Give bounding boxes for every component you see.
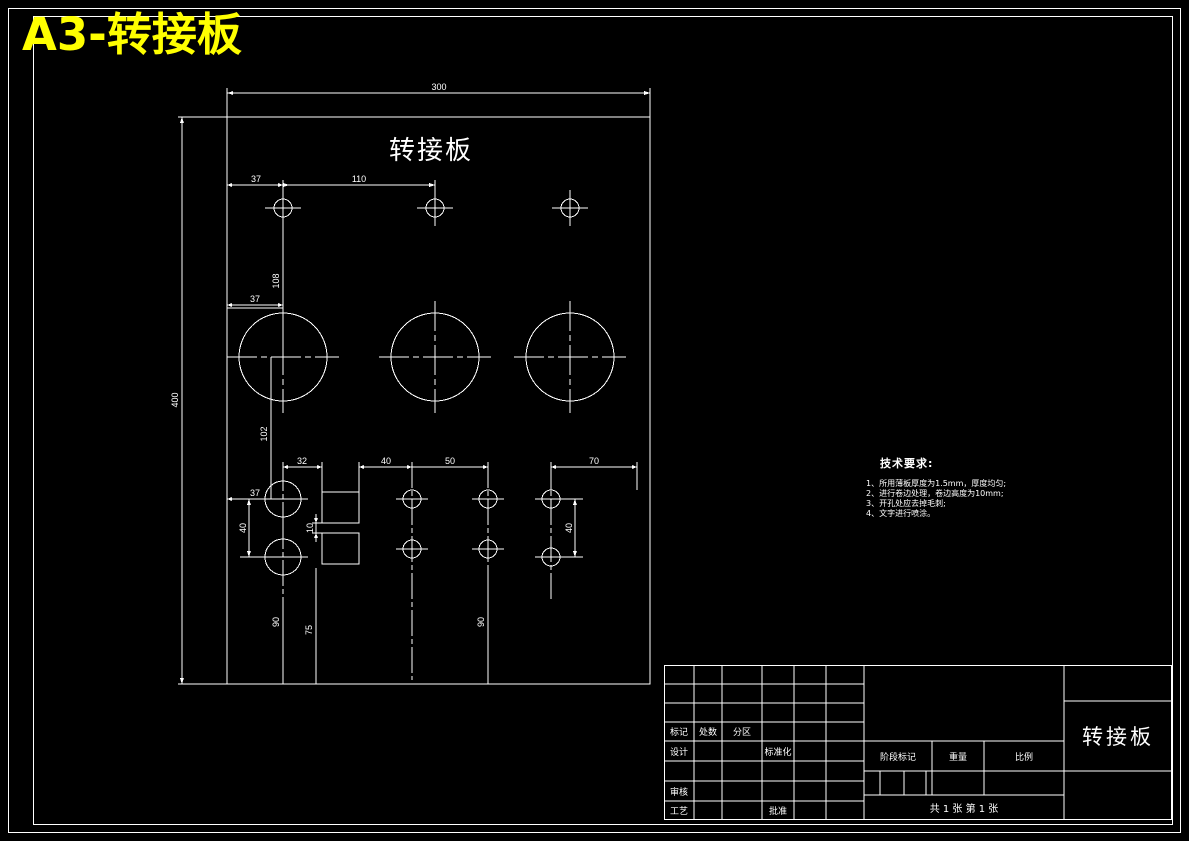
dim-top-to-circle: 108 (271, 273, 281, 288)
dim-group-c: 70 (589, 456, 599, 466)
dim-circle-to-lower: 102 (259, 426, 269, 441)
sheet-inner-border-right (1172, 16, 1173, 825)
tb-label-zone: 分区 (732, 728, 751, 738)
dim-slot-width: 32 (297, 456, 307, 466)
dim-top-left-offset: 37 (251, 174, 261, 184)
tech-note-item: 3、开孔处应去掉毛刺; (866, 499, 946, 508)
tb-label-process: 工艺 (669, 807, 688, 817)
dim-group-b: 50 (445, 456, 455, 466)
dim-big-circle-offset: 37 (250, 294, 260, 304)
tech-requirements-list: 1、所用薄板厚度为1.5mm，厚度均匀; 2、进行卷边处理，卷边高度为10mm;… (866, 479, 1076, 519)
window-title: A3-转接板 (22, 8, 242, 61)
tb-label-count: 处数 (698, 728, 717, 738)
title-block-grid (664, 665, 1172, 820)
dim-bottom-mid: 90 (476, 617, 486, 627)
dim-bottom-left: 90 (271, 617, 281, 627)
dim-overall-height: 400 (170, 392, 180, 407)
tb-label-approve: 批准 (768, 807, 787, 817)
dim-right-pitch: 40 (564, 523, 574, 533)
technical-requirements: 技术要求: 1、所用薄板厚度为1.5mm，厚度均匀; 2、进行卷边处理，卷边高度… (866, 455, 1076, 519)
dim-lower-pitch: 40 (238, 523, 248, 533)
dim-lower-offset: 37 (250, 488, 260, 498)
tech-note-item: 2、进行卷边处理，卷边高度为10mm; (866, 489, 1004, 498)
dim-group-a: 40 (381, 456, 391, 466)
tb-label-design: 设计 (669, 747, 688, 758)
sheet-inner-border (33, 16, 1173, 825)
tb-label-standardize: 标准化 (764, 747, 792, 758)
tb-label-review: 审核 (669, 787, 688, 798)
dim-top-pitch: 110 (352, 174, 366, 184)
tb-part-name: 转接板 (1082, 725, 1154, 749)
tb-label-stage-mark: 阶段标记 (879, 752, 916, 763)
dim-bottom-slot: 75 (304, 625, 314, 635)
drawing-part-title: 转接板 (389, 136, 474, 166)
sheet-outer-border (8, 8, 1181, 833)
tb-label-mark: 标记 (669, 728, 688, 738)
tech-requirements-heading: 技术要求: (880, 457, 934, 470)
tech-note-item: 4、文字进行喷涂。 (866, 509, 936, 518)
title-block: 标记 处数 分区 设计 审核 工艺 标准化 批准 阶段标记 重量 比例 共 1 … (664, 665, 1172, 820)
dim-overall-width: 300 (431, 82, 446, 92)
tb-label-weight: 重量 (948, 752, 967, 763)
tb-sheet-count: 共 1 张 第 1 张 (929, 804, 999, 815)
tb-label-scale: 比例 (1014, 752, 1033, 763)
tech-note-item: 1、所用薄板厚度为1.5mm，厚度均匀; (866, 479, 1007, 488)
dim-slot-gap: 10 (305, 523, 315, 533)
